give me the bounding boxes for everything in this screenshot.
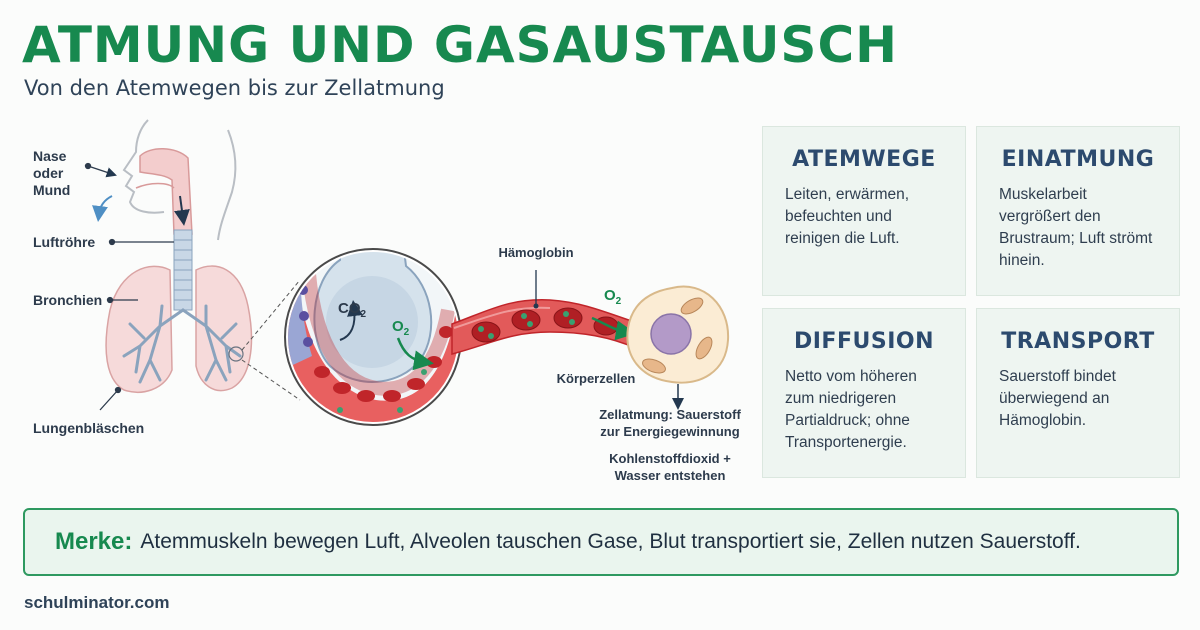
- label-o2-cell: O2: [604, 287, 622, 307]
- card-text: Muskelarbeit vergrößert den Brustraum; L…: [999, 186, 1153, 269]
- respiration-diagram: Nase oder Mund Luftröhre Bronchien Lunge…: [0, 110, 750, 500]
- label-zellatmung-2: zur Energiegewinnung: [600, 424, 740, 439]
- merke-box: Merke: Atemmuskeln bewegen Luft, Alveole…: [23, 508, 1179, 576]
- card-transport: TRANSPORT Sauerstoff bindet überwiegend …: [976, 308, 1180, 478]
- respiration-illustration: [84, 119, 730, 426]
- card-diffusion: DIFFUSION Netto vom höheren zum niedrige…: [762, 308, 966, 478]
- card-title: DIFFUSION: [793, 329, 934, 354]
- trachea: [173, 229, 193, 311]
- body-cell: [626, 285, 730, 410]
- blood-vessel: [451, 270, 641, 355]
- footer-site[interactable]: schulminator.com: [24, 593, 170, 612]
- label-bronchien: Bronchien: [33, 292, 103, 308]
- page-subtitle: Von den Atemwegen bis zur Zellatmung: [24, 76, 445, 100]
- head-profile: [92, 119, 237, 241]
- label-luftroehre: Luftröhre: [33, 234, 96, 250]
- merke-label: Merke:: [55, 528, 133, 555]
- lungs: [105, 265, 253, 393]
- label-o2-alveolus: O2: [392, 318, 410, 338]
- label-lungenblaeschen: Lungenbläschen: [33, 420, 145, 436]
- card-title: TRANSPORT: [1001, 329, 1155, 354]
- card-einatmung: EINATMUNG Muskelarbeit vergrößert den Br…: [976, 126, 1180, 296]
- label-oder: oder: [33, 165, 64, 181]
- label-kohlendioxid-2: Wasser entstehen: [614, 468, 726, 483]
- label-pointers: [84, 162, 174, 411]
- merke-text: Atemmuskeln bewegen Luft, Alveolen tausc…: [140, 530, 1081, 553]
- card-text: Leiten, erwärmen, befeuchten und reinige…: [785, 186, 910, 247]
- card-title: EINATMUNG: [1001, 147, 1155, 172]
- label-kohlendioxid-1: Kohlenstoffdioxid +: [609, 451, 731, 466]
- card-text: Sauerstoff bindet überwiegend an Hämoglo…: [999, 368, 1116, 429]
- label-zellatmung-1: Zellatmung: Sauerstoff: [599, 407, 741, 422]
- label-mund: Mund: [33, 182, 71, 198]
- alveolus-zoom: [284, 248, 462, 426]
- label-co2: CO2: [338, 300, 367, 320]
- card-title: ATEMWEGE: [792, 147, 936, 172]
- label-nase: Nase: [33, 148, 67, 164]
- zoom-lines: [241, 279, 301, 401]
- card-text: Netto vom höheren zum niedrigeren Partia…: [785, 368, 917, 451]
- label-haemoglobin: Hämoglobin: [498, 245, 574, 260]
- card-atemwege: ATEMWEGE Leiten, erwärmen, befeuchten un…: [762, 126, 966, 296]
- page-title: ATMUNG UND GASAUSTAUSCH: [22, 16, 898, 74]
- label-koerperzellen: Körperzellen: [556, 371, 636, 386]
